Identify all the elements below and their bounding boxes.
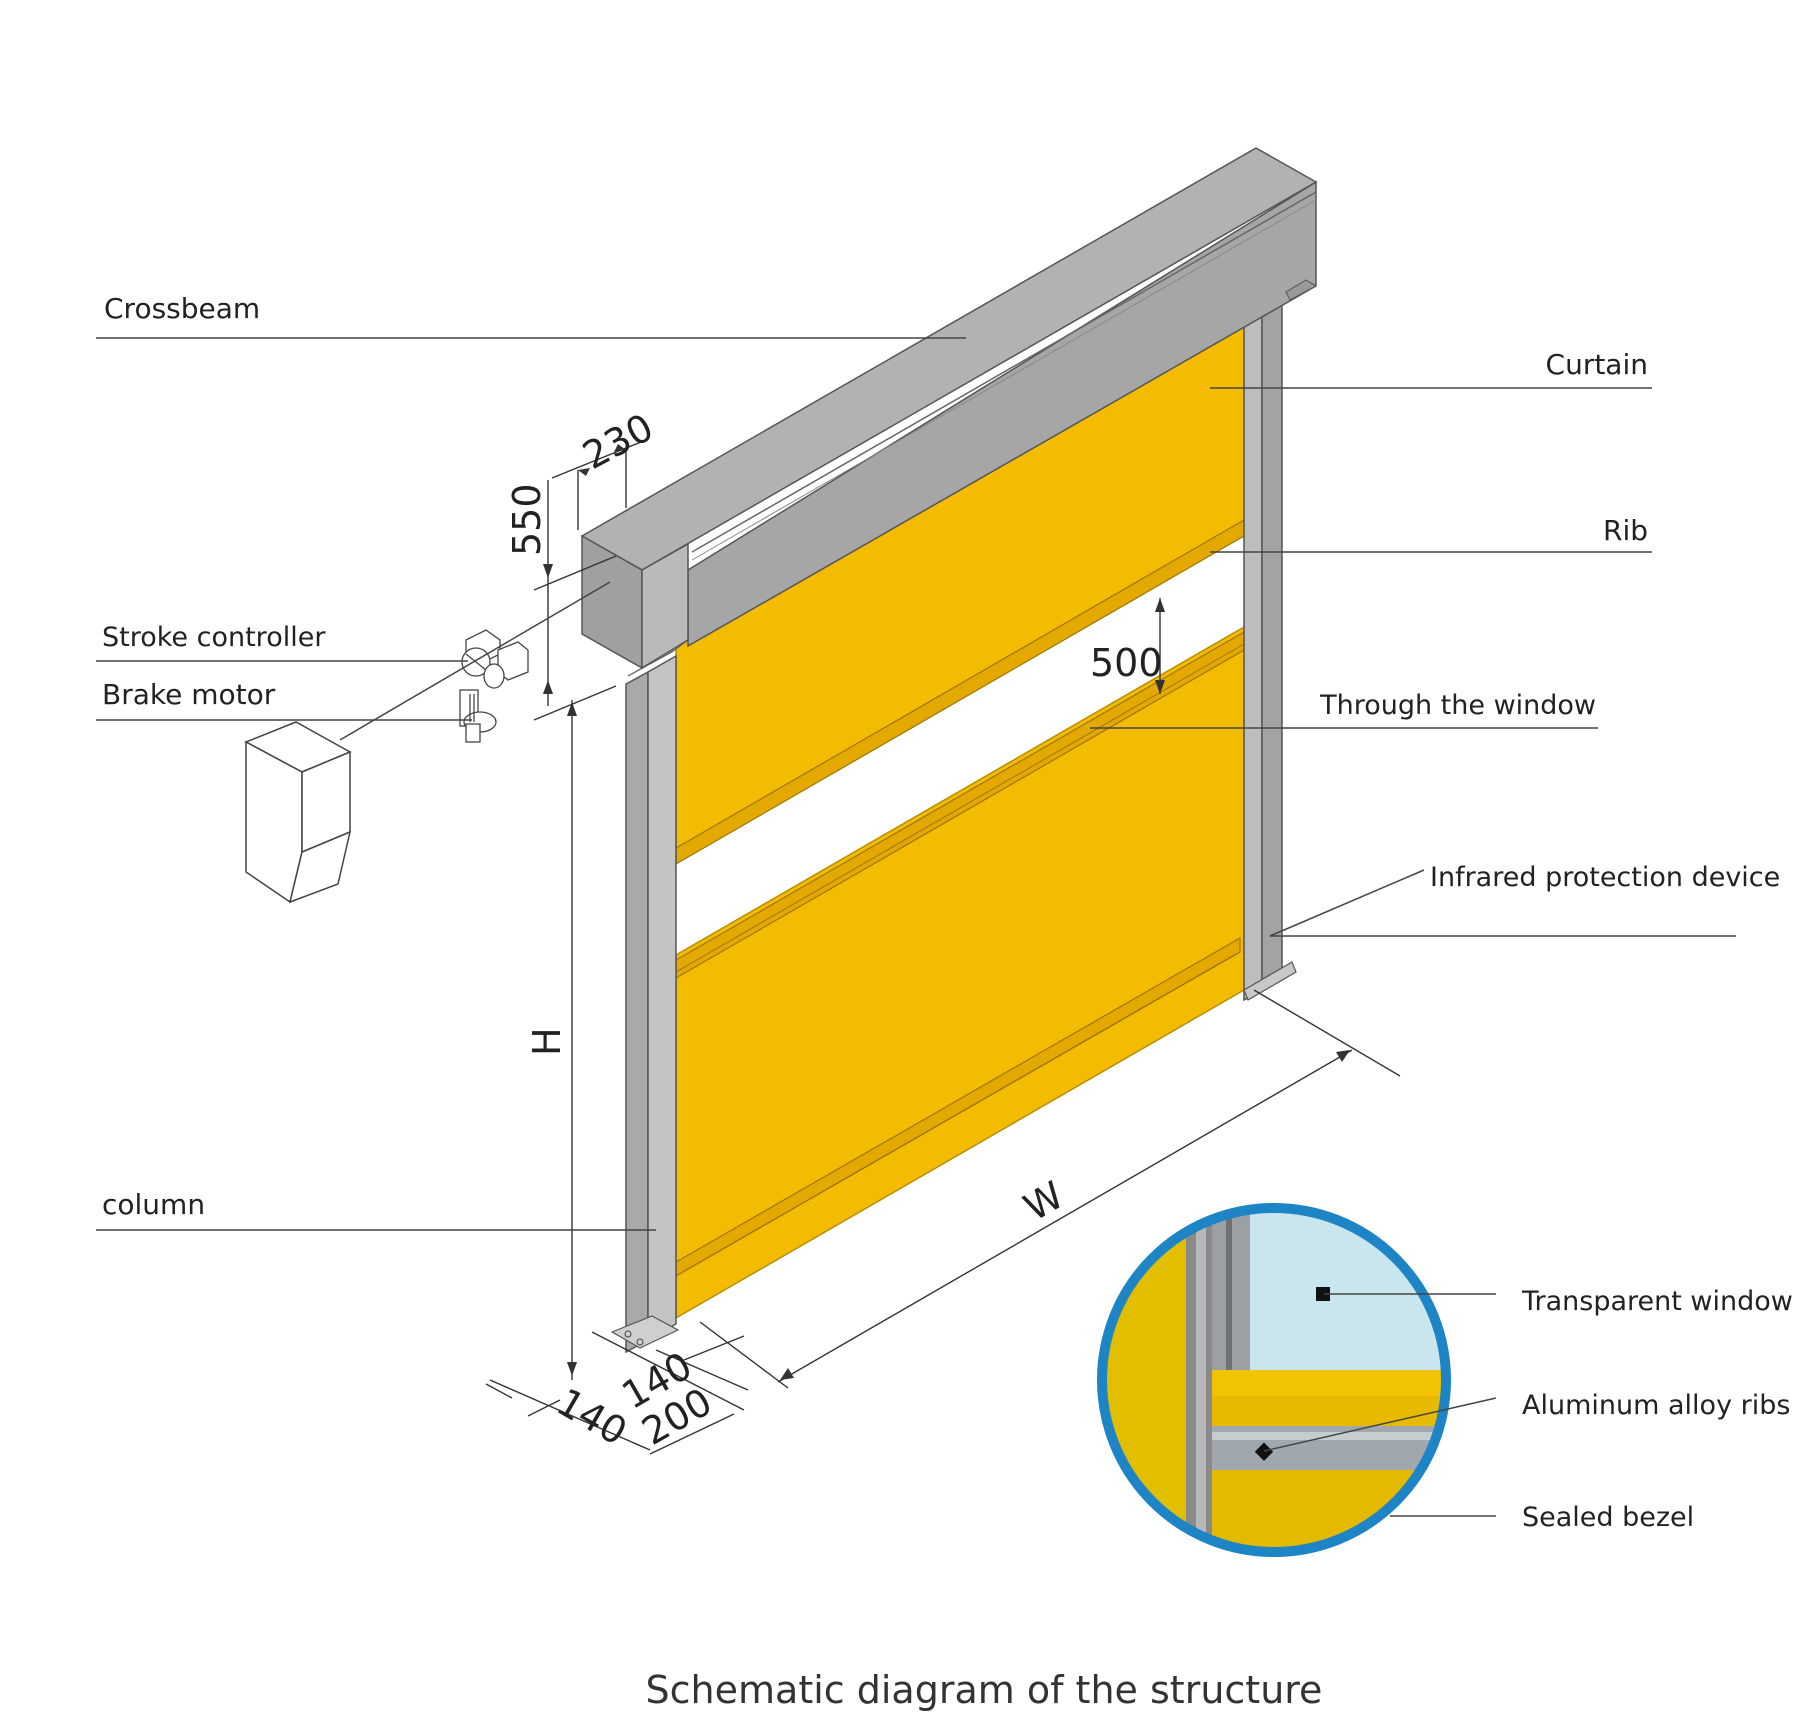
right-column <box>1243 288 1297 1002</box>
base-plate <box>610 1315 680 1349</box>
label-curtain: Curtain <box>1546 348 1648 381</box>
brake-motor-assembly <box>459 629 529 743</box>
dimension-lines <box>485 439 1401 1455</box>
label-infrared: Infrared protection device <box>1430 862 1780 893</box>
dim-230: 230 <box>576 405 661 478</box>
dim-500: 500 <box>1090 641 1163 685</box>
rib-marker <box>1254 1442 1274 1461</box>
label-brake-motor: Brake motor <box>102 678 276 711</box>
label-transparent-window: Transparent window <box>1521 1286 1793 1317</box>
crossbeam <box>580 147 1318 677</box>
label-through-window: Through the window <box>1319 690 1596 721</box>
label-crossbeam: Crossbeam <box>104 292 260 325</box>
window-marker <box>1316 1287 1330 1301</box>
labels: Crossbeam Stroke controller Brake motor … <box>102 292 1793 1533</box>
left-column <box>610 654 680 1354</box>
label-stroke-controller: Stroke controller <box>102 622 326 653</box>
leader-lines <box>96 337 1736 1231</box>
label-column: column <box>102 1188 205 1221</box>
dim-h: H <box>525 1027 569 1056</box>
label-rib: Rib <box>1603 514 1648 547</box>
curtain <box>675 310 1245 1320</box>
control-box <box>244 721 352 904</box>
label-sealed-bezel: Sealed bezel <box>1522 1502 1694 1533</box>
dim-550: 550 <box>505 483 549 556</box>
label-aluminum-ribs: Aluminum alloy ribs <box>1522 1390 1790 1421</box>
dim-w: W <box>1017 1173 1072 1230</box>
inset-ring <box>1097 1203 1451 1557</box>
caption: Schematic diagram of the structure <box>646 1668 1323 1712</box>
detail-inset <box>1097 1203 1497 1557</box>
